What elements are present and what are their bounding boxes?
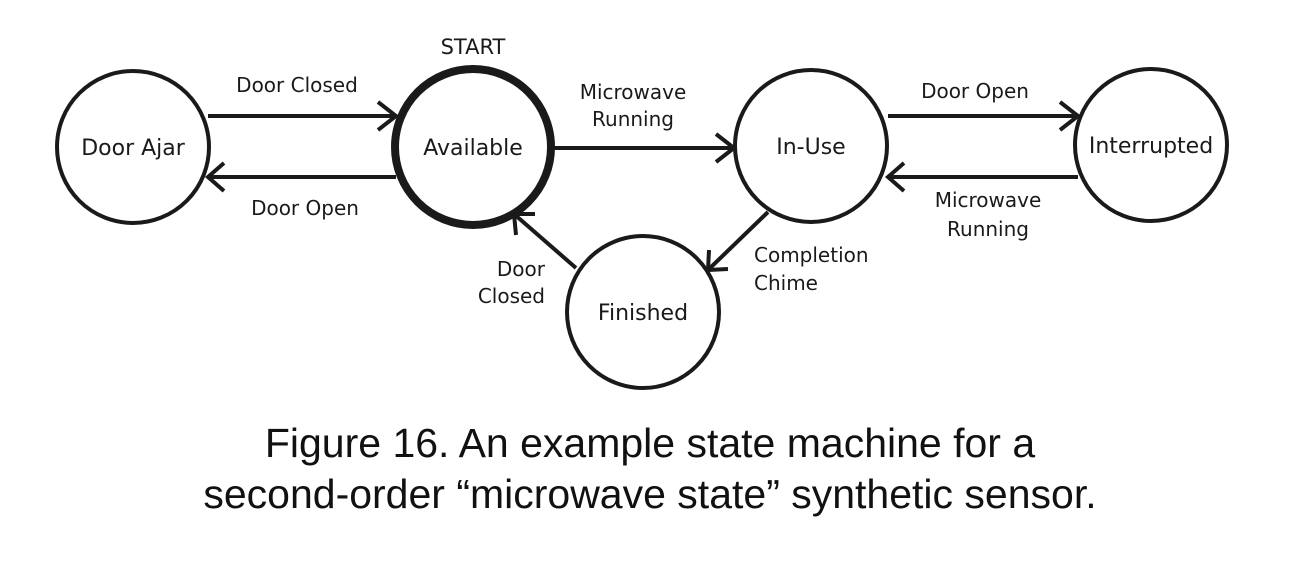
state-finished: Finished: [565, 234, 721, 390]
state-available-label: Available: [423, 136, 523, 161]
state-door-ajar: Door Ajar: [55, 69, 211, 225]
label-available-to-inuse-line1: Microwave: [580, 80, 687, 104]
label-inuse-to-finished-line1: Completion: [754, 243, 869, 267]
state-interrupted: Interrupted: [1073, 67, 1229, 223]
state-interrupted-label: Interrupted: [1089, 134, 1213, 159]
state-in-use: In-Use: [733, 68, 889, 224]
label-available-to-ajar: Door Open: [251, 196, 359, 220]
edge-available-to-ajar: [204, 161, 396, 193]
state-in-use-label: In-Use: [776, 135, 845, 160]
label-finished-to-available-line1: Door: [497, 257, 546, 281]
label-interrupted-to-inuse-line1: Microwave: [935, 188, 1042, 212]
state-finished-label: Finished: [598, 301, 688, 326]
label-available-to-inuse-line2: Running: [592, 107, 674, 131]
edge-interrupted-to-inuse: [884, 161, 1078, 193]
label-inuse-to-finished-line2: Chime: [754, 271, 818, 295]
state-door-ajar-label: Door Ajar: [81, 136, 186, 161]
edge-ajar-to-available: [208, 100, 400, 132]
label-ajar-to-available: Door Closed: [236, 73, 358, 97]
label-interrupted-to-inuse-line2: Running: [947, 217, 1029, 241]
label-inuse-to-interrupted: Door Open: [921, 79, 1029, 103]
caption-line-1: Figure 16. An example state machine for …: [264, 420, 1036, 466]
state-available: Available: [391, 65, 555, 229]
start-marker: START: [441, 35, 506, 59]
label-finished-to-available-line2: Closed: [478, 284, 545, 308]
caption-line-2: second-order “microwave state” synthetic…: [203, 471, 1097, 517]
figure-caption: Figure 16. An example state machine for …: [0, 418, 1300, 520]
edge-available-to-inuse: [552, 132, 738, 164]
state-machine-diagram: Door Ajar Available In-Use Interrupted F…: [55, 35, 1229, 390]
edge-inuse-to-interrupted: [888, 100, 1082, 132]
